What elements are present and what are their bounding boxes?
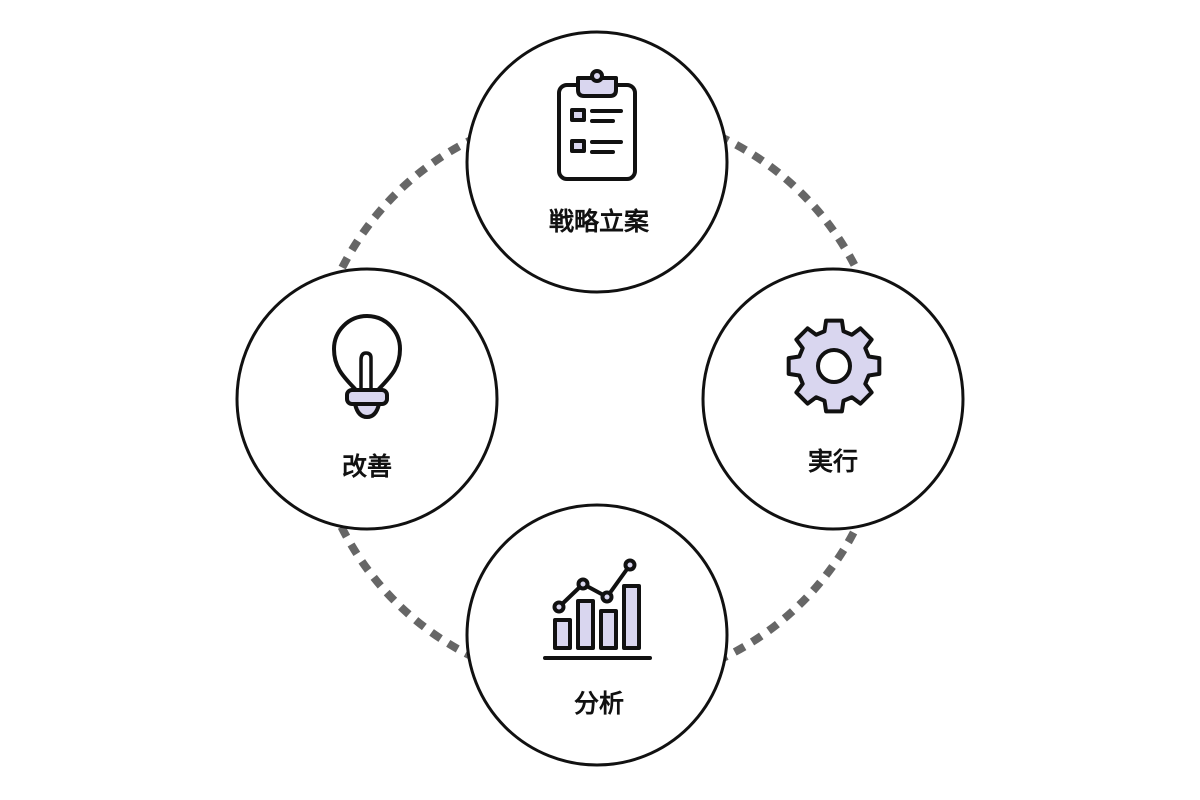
node-planning: 戦略立案: [465, 30, 729, 294]
gear-hole: [816, 348, 852, 384]
node-execution: 実行: [701, 267, 965, 531]
node-analysis-circle: [465, 503, 729, 767]
node-analysis-label: 分析: [574, 689, 624, 718]
node-analysis: 分析: [465, 503, 729, 767]
lightbulb-icon: [332, 314, 402, 419]
node-execution-label: 実行: [808, 447, 858, 476]
clipboard-icon: [557, 69, 637, 181]
node-improvement-label: 改善: [342, 452, 392, 481]
node-improvement: 改善: [235, 267, 499, 531]
bar-chart-icon: [543, 558, 652, 660]
node-planning-label: 戦略立案: [549, 207, 650, 236]
